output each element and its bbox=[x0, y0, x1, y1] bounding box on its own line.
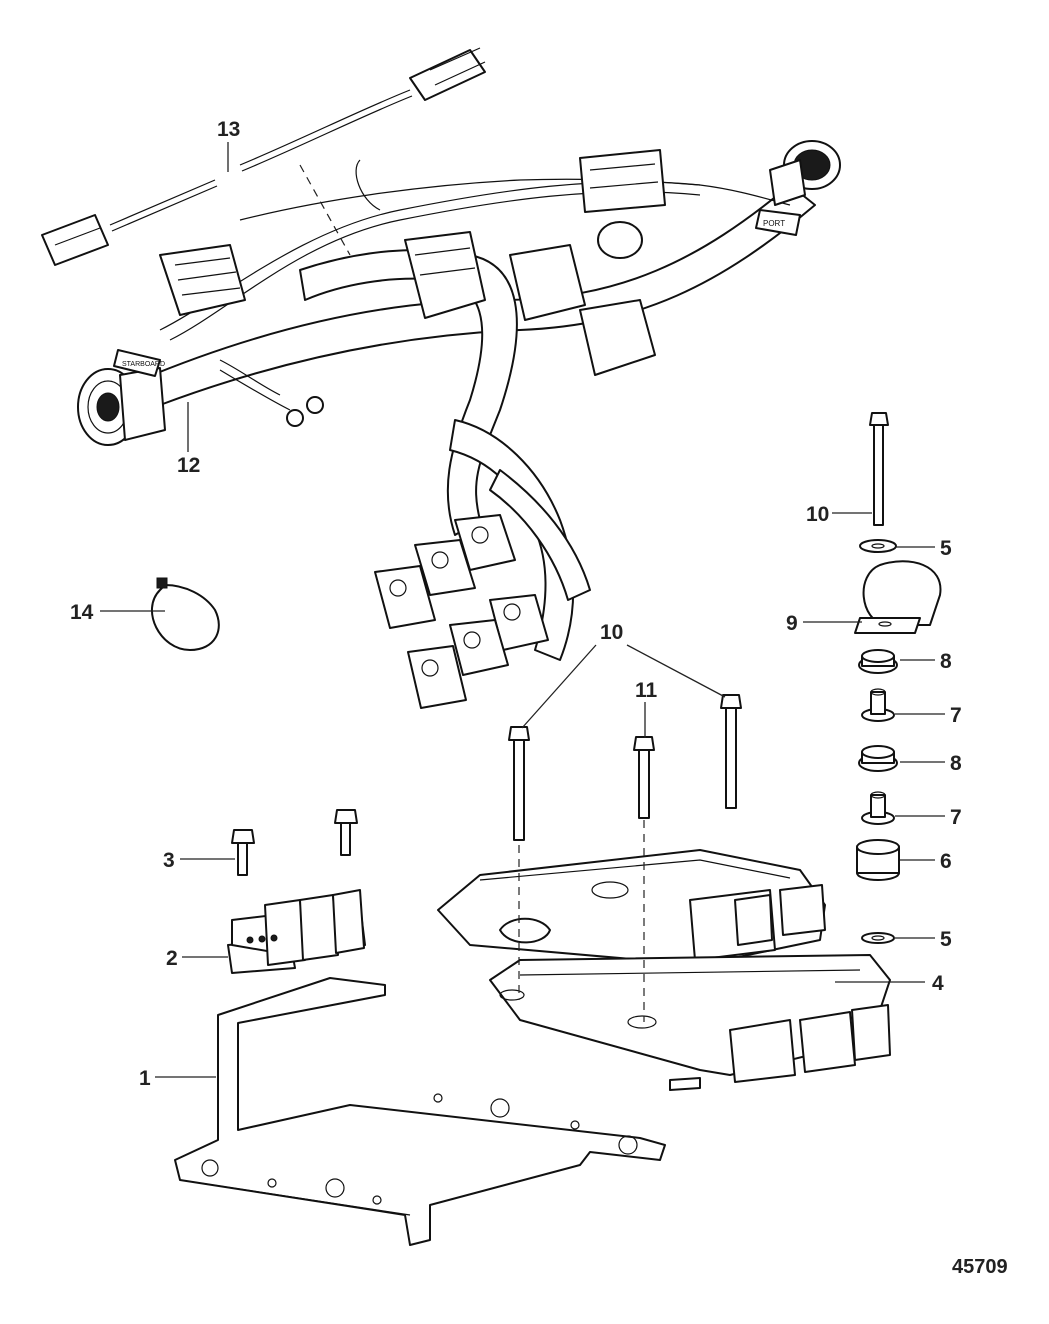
callout-10-right: 10 bbox=[806, 503, 829, 526]
ring-terminals bbox=[219, 359, 324, 427]
spacer bbox=[856, 839, 900, 881]
bolt-center-left bbox=[508, 726, 530, 841]
callout-7-bottom: 7 bbox=[950, 806, 962, 829]
p-clamp bbox=[854, 560, 942, 634]
callout-leaders bbox=[100, 142, 945, 1078]
terminal-block bbox=[227, 889, 366, 974]
ecm-module-top bbox=[437, 849, 826, 966]
round-connector-right bbox=[769, 140, 841, 206]
screw-bracket-right bbox=[334, 809, 358, 856]
harness-tag-stbd-text: STARBOARD bbox=[122, 361, 165, 368]
sleeve-bottom bbox=[861, 791, 895, 825]
cable-tie bbox=[150, 577, 220, 651]
bolt-right-long bbox=[869, 412, 889, 526]
extension-harness bbox=[41, 47, 486, 266]
callout-5-top: 5 bbox=[940, 537, 952, 560]
mounting-bracket bbox=[174, 977, 666, 1246]
callout-8-top: 8 bbox=[940, 650, 952, 673]
callout-6: 6 bbox=[940, 850, 952, 873]
callout-1: 1 bbox=[139, 1067, 151, 1090]
harness-tag-port-text: PORT bbox=[763, 219, 785, 228]
callout-9: 9 bbox=[786, 612, 798, 635]
callout-2: 2 bbox=[166, 947, 178, 970]
screw-bracket-left bbox=[231, 829, 255, 876]
bolt-center bbox=[633, 736, 655, 819]
callout-3: 3 bbox=[163, 849, 175, 872]
callout-4: 4 bbox=[932, 972, 944, 995]
callout-12: 12 bbox=[177, 454, 200, 477]
callout-5-bottom: 5 bbox=[940, 928, 952, 951]
callout-7-top: 7 bbox=[950, 704, 962, 727]
harness-tag-port: PORT bbox=[755, 209, 801, 236]
callout-8-bottom: 8 bbox=[950, 752, 962, 775]
round-connector-left bbox=[77, 367, 166, 446]
connector-block-left bbox=[159, 244, 246, 316]
figure-number: 45709 bbox=[952, 1256, 1008, 1278]
sleeve-top bbox=[861, 688, 895, 722]
connector-pair-top bbox=[579, 149, 666, 213]
callout-13: 13 bbox=[217, 118, 240, 141]
callout-14: 14 bbox=[70, 601, 94, 624]
harness-tag-stbd: STARBOARD bbox=[113, 349, 165, 377]
ecm-module-bottom bbox=[489, 954, 891, 1091]
connector-block-right bbox=[509, 244, 586, 321]
harness-tie-strap bbox=[355, 159, 381, 211]
washer-top bbox=[859, 539, 897, 553]
grommet-top bbox=[858, 649, 898, 674]
grommet-bottom bbox=[858, 745, 898, 772]
connector-round-small bbox=[597, 221, 643, 259]
callout-11: 11 bbox=[635, 679, 658, 702]
wiring-harness: STARBOARD PORT bbox=[77, 140, 841, 709]
washer-bottom bbox=[861, 932, 895, 944]
sensor-connector bbox=[579, 299, 656, 376]
bolt-center-right bbox=[720, 694, 742, 809]
coil-connectors bbox=[374, 514, 549, 709]
callout-10-center: 10 bbox=[600, 621, 623, 644]
